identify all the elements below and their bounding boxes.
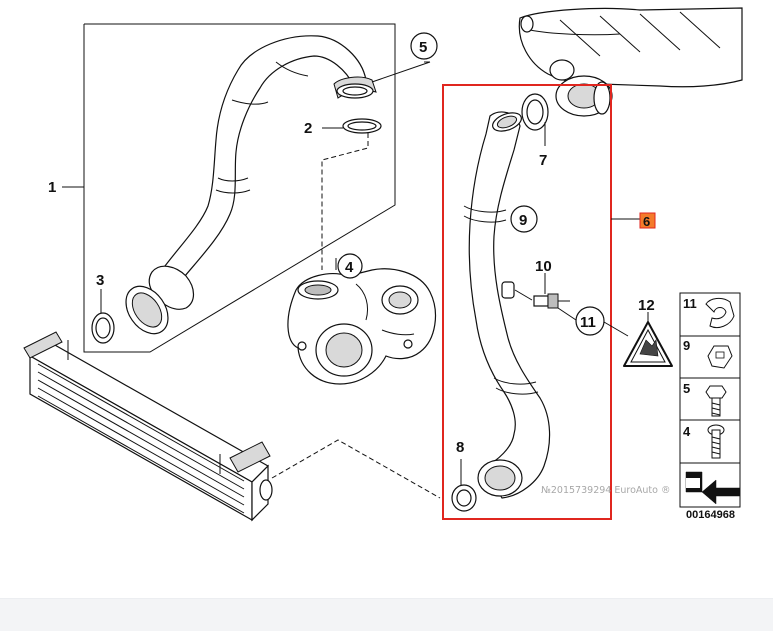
svg-text:12: 12 xyxy=(638,297,655,314)
gasket-3 xyxy=(91,289,115,344)
svg-text:5: 5 xyxy=(419,39,427,56)
callout-9: 9 xyxy=(510,205,538,233)
svg-text:6: 6 xyxy=(643,214,650,229)
callout-7: 7 xyxy=(539,152,547,169)
charge-pipe-lower xyxy=(463,111,551,499)
group-1-frame xyxy=(62,23,396,353)
warning-label-12 xyxy=(623,312,673,367)
svg-text:7: 7 xyxy=(539,152,547,169)
sensor-10 xyxy=(514,273,570,309)
legend-item-9: 9 xyxy=(683,338,733,369)
callout-12: 12 xyxy=(638,297,655,314)
watermark: №2015739294 EuroAuto ® xyxy=(541,485,670,496)
highlight-frame xyxy=(442,84,612,520)
legend-code: 00164968 xyxy=(686,509,735,521)
callout-11: 11 xyxy=(575,306,605,336)
callout-2: 2 xyxy=(304,120,312,137)
legend-arrow-icon xyxy=(685,471,741,505)
callout-5: 5 xyxy=(410,32,438,60)
legend-item-5: 5 xyxy=(683,381,727,417)
charge-pipe-upper xyxy=(125,35,377,335)
legend-item-11: 11 xyxy=(683,296,735,329)
legend-item-4: 4 xyxy=(683,424,725,459)
callout-8: 8 xyxy=(456,439,464,456)
svg-text:2: 2 xyxy=(304,120,312,137)
callout-10: 10 xyxy=(535,258,552,275)
svg-text:8: 8 xyxy=(456,439,464,456)
callout-6: 6 xyxy=(639,212,656,229)
svg-text:4: 4 xyxy=(345,259,354,276)
svg-text:11: 11 xyxy=(580,314,596,331)
intercooler xyxy=(23,331,441,522)
parts-diagram: 1 2 3 4 5 6 7 8 9 10 xyxy=(23,7,743,522)
callout-1: 1 xyxy=(48,179,56,196)
engine-block xyxy=(518,7,743,117)
gasket-7 xyxy=(521,93,549,146)
intercooler-fins xyxy=(37,363,245,514)
turbocharger xyxy=(287,258,437,385)
parts-legend: 11 9 5 4 xyxy=(679,292,741,521)
svg-text:9: 9 xyxy=(519,212,527,229)
svg-text:11: 11 xyxy=(683,296,697,311)
footer-bar xyxy=(0,598,773,631)
svg-text:3: 3 xyxy=(96,272,104,289)
gasket-8 xyxy=(451,459,477,512)
svg-text:9: 9 xyxy=(683,338,690,353)
svg-text:4: 4 xyxy=(683,424,691,439)
svg-text:1: 1 xyxy=(48,179,56,196)
svg-text:10: 10 xyxy=(535,258,552,275)
gasket-2 xyxy=(322,118,382,134)
svg-text:5: 5 xyxy=(683,381,690,396)
leader-dashed-1 xyxy=(321,133,369,270)
callout-3: 3 xyxy=(96,272,104,289)
callout-4: 4 xyxy=(337,253,363,279)
